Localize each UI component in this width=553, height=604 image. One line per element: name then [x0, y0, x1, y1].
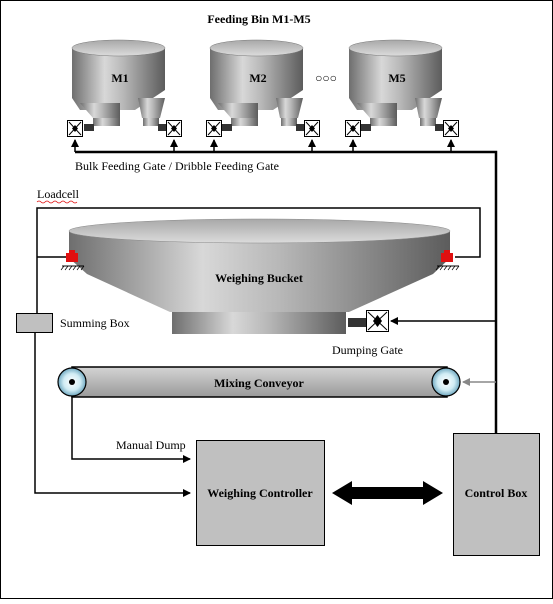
bin-label-m5: M5 [388, 71, 405, 85]
weighing-controller-label: Weighing Controller [207, 486, 313, 500]
manual-dump-label: Manual Dump [116, 438, 186, 452]
summing-box [16, 313, 53, 333]
bidirectional-arrow-icon [332, 481, 443, 505]
bin-label-m2: M2 [249, 71, 266, 85]
weighing-controller-box [196, 440, 325, 546]
loadcell-left [60, 250, 85, 271]
valve-icon [345, 120, 361, 137]
valve-icon [166, 120, 182, 137]
control-box-label: Control Box [465, 486, 528, 500]
bin-label-m1: M1 [111, 71, 128, 85]
diagram-title: Feeding Bin M1-M5 [207, 12, 310, 26]
mixing-conveyor-label: Mixing Conveyor [214, 376, 304, 390]
more-bins-ellipsis: ○○○ [315, 71, 337, 85]
feeding-bin-m1: M1 [71, 39, 166, 126]
weighing-bucket-label: Weighing Bucket [215, 271, 303, 285]
loadcell-wiring [36, 207, 481, 313]
feeding-gates [67, 120, 459, 137]
mixing-conveyor: Mixing Conveyor [57, 366, 461, 398]
dumping-gate-label: Dumping Gate [332, 343, 403, 357]
control-box [453, 433, 540, 556]
dumping-gate-actuator [348, 318, 366, 327]
loadcell-label: Loadcell [37, 187, 80, 201]
feeding-gate-label: Bulk Feeding Gate / Dribble Feeding Gate [75, 159, 279, 173]
valve-icon [206, 120, 222, 137]
valve-icon [67, 120, 83, 137]
feeding-bin-m2: M2 [209, 39, 304, 126]
gate-control-bus [71, 139, 498, 433]
feeding-bin-m5: M5 [348, 39, 443, 126]
summing-box-label: Summing Box [60, 316, 130, 330]
loadcell-right [435, 250, 460, 271]
manual-dump-line [71, 396, 191, 463]
loadcell-spell-underline [36, 200, 78, 204]
weighing-bucket: Weighing Bucket [68, 218, 451, 334]
summing-to-controller-line [34, 333, 191, 497]
valve-icon [443, 120, 459, 137]
valve-icon [304, 120, 320, 137]
dumping-gate-valve-icon [366, 310, 389, 332]
